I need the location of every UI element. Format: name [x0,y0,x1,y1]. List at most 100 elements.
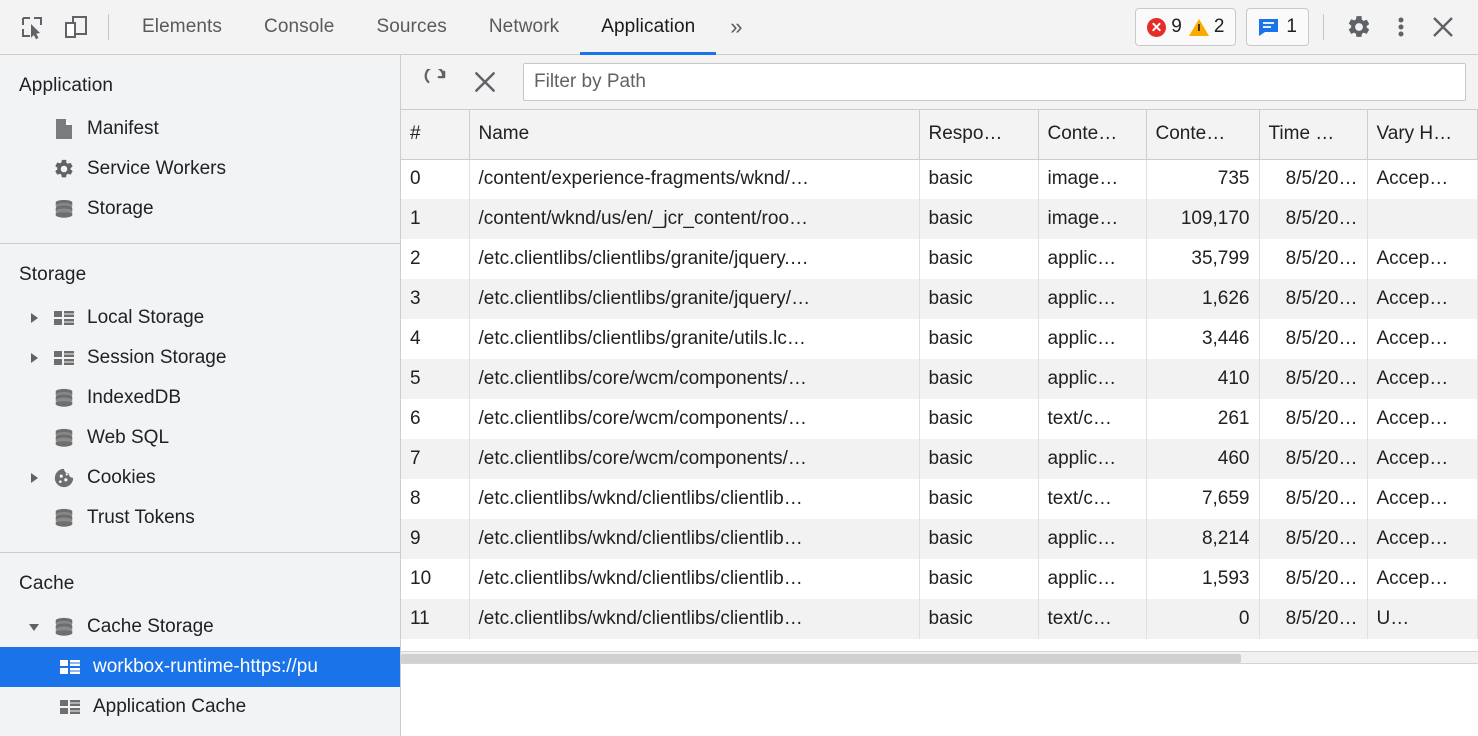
cache-entries-table: # Name Respo… Conte… Conte… Time … Vary … [401,110,1478,639]
table-icon [51,349,77,367]
cell-resp: basic [919,559,1038,599]
sidebar-section-cache: Cache [0,553,400,736]
sidebar-section-application: Application Manifest [0,55,400,244]
cell-idx: 8 [401,479,469,519]
sidebar-item-storage[interactable]: Storage [0,189,400,229]
tab-elements[interactable]: Elements [121,0,243,55]
tab-console[interactable]: Console [243,0,355,55]
device-toolbar-icon[interactable] [54,7,98,47]
cell-resp: basic [919,439,1038,479]
column-header-content-type[interactable]: Conte… [1038,110,1146,159]
cell-ctype: image… [1038,199,1146,239]
cell-resp: basic [919,159,1038,199]
more-tabs-icon[interactable]: » [716,0,756,55]
cache-entries-grid-scroll[interactable]: # Name Respo… Conte… Conte… Time … Vary … [401,110,1478,651]
table-row[interactable]: 7/etc.clientlibs/core/wcm/components/…ba… [401,439,1478,479]
column-header-vary-header[interactable]: Vary H… [1367,110,1478,159]
inspect-element-icon[interactable] [10,7,54,47]
column-header-content-length[interactable]: Conte… [1146,110,1259,159]
warning-counter[interactable]: 2 [1189,16,1225,38]
kebab-menu-icon[interactable] [1380,6,1422,48]
cell-idx: 11 [401,599,469,639]
cell-vary: Accep… [1367,439,1478,479]
horizontal-scrollbar[interactable] [401,651,1478,664]
cell-name: /etc.clientlibs/core/wcm/components/… [469,359,919,399]
cell-time: 8/5/20… [1259,479,1367,519]
tab-application[interactable]: Application [580,0,716,55]
chevron-right-icon[interactable] [27,313,41,323]
table-row[interactable]: 10/etc.clientlibs/wknd/clientlibs/client… [401,559,1478,599]
sidebar-item-web-sql[interactable]: Web SQL [0,418,400,458]
cell-time: 8/5/20… [1259,359,1367,399]
tab-label: Sources [376,16,446,38]
error-counter[interactable]: 9 [1147,16,1182,38]
tab-sources[interactable]: Sources [355,0,467,55]
cell-clen: 261 [1146,399,1259,439]
panel-tabs: Elements Console Sources Network Applica… [121,0,1135,55]
sidebar-item-label: Cookies [87,467,156,489]
database-icon [51,616,77,638]
chevron-down-icon[interactable] [27,624,41,631]
table-row[interactable]: 1/content/wknd/us/en/_jcr_content/roo…ba… [401,199,1478,239]
scrollbar-thumb[interactable] [401,654,1241,663]
table-icon [57,658,83,676]
messages-counter-group[interactable]: 1 [1246,8,1309,46]
cell-resp: basic [919,239,1038,279]
refresh-icon[interactable] [415,62,459,102]
table-row[interactable]: 3/etc.clientlibs/clientlibs/granite/jque… [401,279,1478,319]
cell-ctype: text/c… [1038,399,1146,439]
cell-clen: 1,593 [1146,559,1259,599]
table-row[interactable]: 8/etc.clientlibs/wknd/clientlibs/clientl… [401,479,1478,519]
column-header-name[interactable]: Name [469,110,919,159]
cell-vary: Accep… [1367,479,1478,519]
cell-ctype: applic… [1038,439,1146,479]
column-header-time-cached[interactable]: Time … [1259,110,1367,159]
sidebar-item-session-storage[interactable]: Session Storage [0,338,400,378]
cell-clen: 109,170 [1146,199,1259,239]
table-row[interactable]: 11/etc.clientlibs/wknd/clientlibs/client… [401,599,1478,639]
cell-name: /etc.clientlibs/clientlibs/granite/jquer… [469,279,919,319]
cell-resp: basic [919,359,1038,399]
cell-name: /etc.clientlibs/wknd/clientlibs/clientli… [469,599,919,639]
sidebar-item-cookies[interactable]: Cookies [0,458,400,498]
tab-network[interactable]: Network [468,0,580,55]
cell-name: /content/experience-fragments/wknd/… [469,159,919,199]
close-icon[interactable] [1422,6,1464,48]
cookie-icon [51,467,77,489]
sidebar-item-label: Web SQL [87,427,169,449]
cell-ctype: image… [1038,159,1146,199]
sidebar-item-trust-tokens[interactable]: Trust Tokens [0,498,400,538]
cell-ctype: applic… [1038,319,1146,359]
clear-icon[interactable] [463,62,507,102]
cache-storage-panel: # Name Respo… Conte… Conte… Time … Vary … [401,55,1478,736]
sidebar-item-local-storage[interactable]: Local Storage [0,298,400,338]
cell-vary: Accep… [1367,319,1478,359]
cell-resp: basic [919,479,1038,519]
table-row[interactable]: 4/etc.clientlibs/clientlibs/granite/util… [401,319,1478,359]
sidebar-item-service-workers[interactable]: Service Workers [0,149,400,189]
tab-label: Application [601,16,695,38]
sidebar-item-application-cache[interactable]: Application Cache [0,687,400,727]
sidebar-item-cache-storage[interactable]: Cache Storage [0,607,400,647]
chevron-right-icon[interactable] [27,353,41,363]
sidebar-item-manifest[interactable]: Manifest [0,109,400,149]
table-row[interactable]: 6/etc.clientlibs/core/wcm/components/…ba… [401,399,1478,439]
table-row[interactable]: 5/etc.clientlibs/core/wcm/components/…ba… [401,359,1478,399]
sidebar-item-indexeddb[interactable]: IndexedDB [0,378,400,418]
gear-icon[interactable] [1338,6,1380,48]
cell-clen: 735 [1146,159,1259,199]
sidebar-item-workbox-runtime-cache[interactable]: workbox-runtime-https://pu [0,647,400,687]
filter-by-path-input[interactable] [523,63,1466,101]
cache-entry-preview-pane [401,664,1478,736]
column-header-response-type[interactable]: Respo… [919,110,1038,159]
cell-clen: 0 [1146,599,1259,639]
chevron-right-icon[interactable] [27,473,41,483]
column-header-index[interactable]: # [401,110,469,159]
table-row[interactable]: 0/content/experience-fragments/wknd/…bas… [401,159,1478,199]
table-row[interactable]: 2/etc.clientlibs/clientlibs/granite/jque… [401,239,1478,279]
sidebar-item-label: Trust Tokens [87,507,195,529]
table-icon [57,698,83,716]
table-row[interactable]: 9/etc.clientlibs/wknd/clientlibs/clientl… [401,519,1478,559]
cell-idx: 3 [401,279,469,319]
issues-counter-group[interactable]: 9 2 [1135,8,1236,46]
